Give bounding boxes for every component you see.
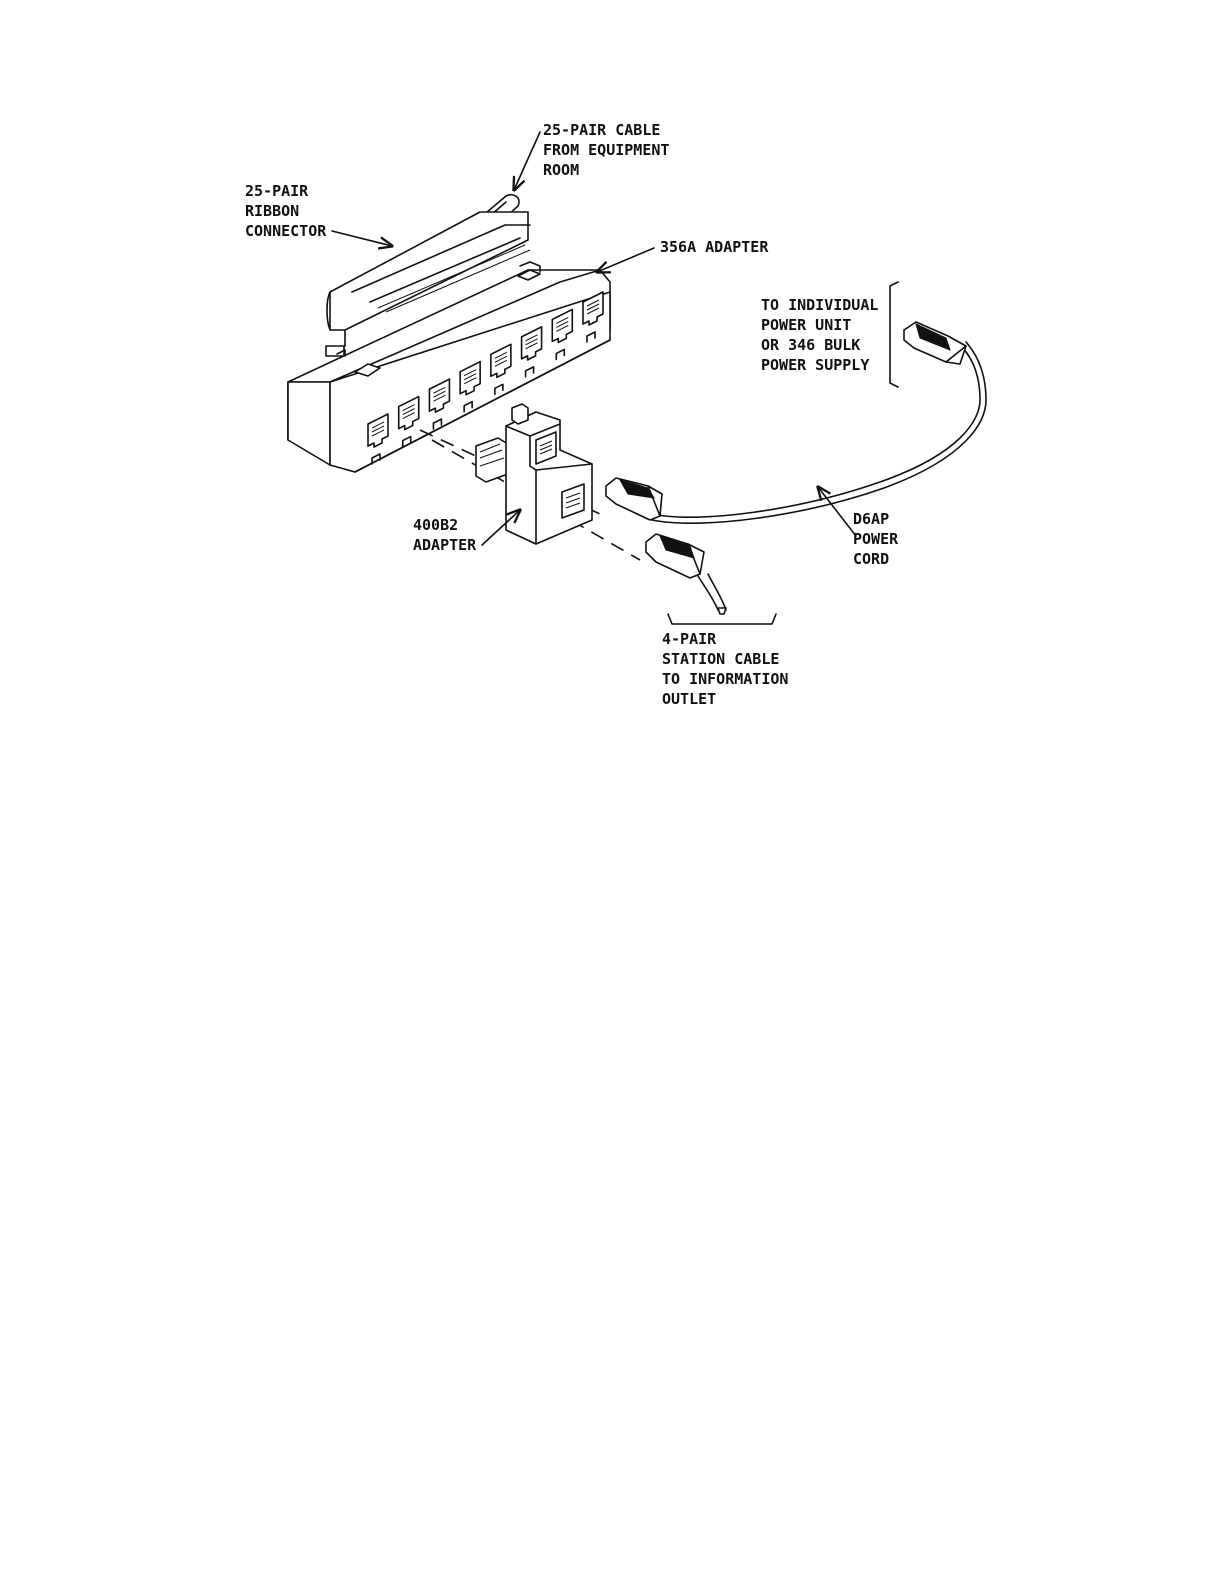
station-cable — [646, 534, 726, 614]
label-400b2-adapter: 400B2 ADAPTER — [413, 516, 477, 554]
power-unit-brace — [890, 282, 898, 387]
label-station-cable: 4-PAIR STATION CABLE TO INFORMATION OUTL… — [662, 630, 797, 708]
label-25-pair-cable: 25-PAIR CABLE FROM EQUIPMENT ROOM — [543, 121, 678, 179]
station-cable-brace — [668, 614, 776, 624]
400b2-adapter — [476, 404, 592, 544]
label-power-unit: TO INDIVIDUAL POWER UNIT OR 346 BULK POW… — [761, 296, 887, 374]
label-356a-adapter: 356A ADAPTER — [660, 238, 769, 256]
label-ribbon-connector: 25-PAIR RIBBON CONNECTOR — [245, 182, 327, 240]
label-d6ap-power-cord: D6AP POWER CORD — [853, 510, 907, 568]
